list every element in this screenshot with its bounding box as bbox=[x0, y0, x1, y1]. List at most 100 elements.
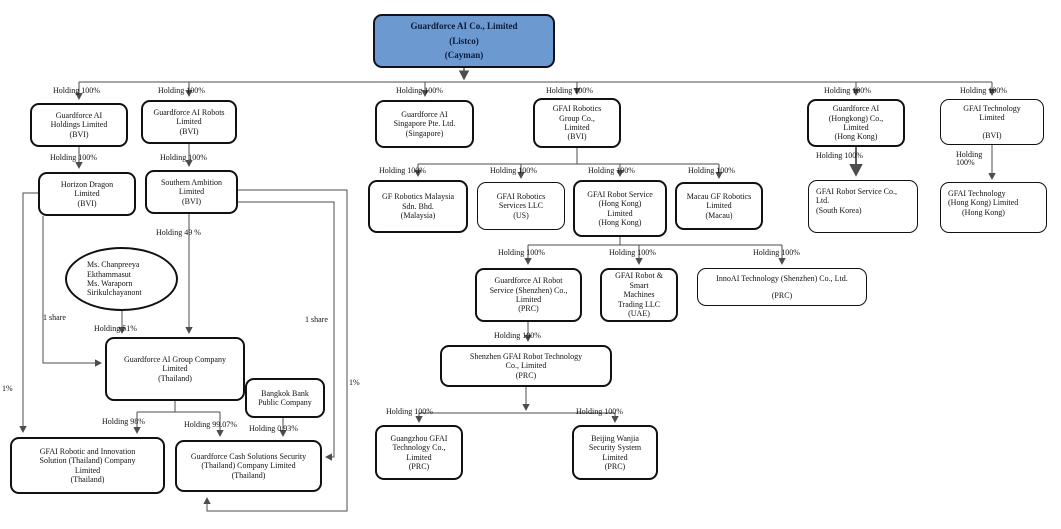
company-name: Macau GF Robotics bbox=[686, 191, 752, 201]
org-node-gfai-robotics-group: GFAI Robotics Group Co., Limited (BVI) bbox=[533, 98, 621, 148]
ownership-label: 1 share bbox=[305, 315, 328, 324]
company-name: Guardforce AI Robot bbox=[494, 276, 563, 286]
ownership-label: Holding 0.93% bbox=[249, 424, 298, 433]
org-node-horizon-dragon: Horizon Dragon Limited (BVI) bbox=[38, 172, 136, 216]
shareholder-name: Sirikulchayanont bbox=[87, 288, 142, 298]
org-node-guardforce-ai-group-thailand: Guardforce AI Group Company Limited (Tha… bbox=[105, 337, 245, 401]
company-name: Southern Ambition bbox=[160, 177, 223, 187]
company-name: Guardforce AI Co., Limited bbox=[410, 21, 518, 32]
company-name: Holdings Limited bbox=[50, 120, 108, 130]
company-name: Public Company bbox=[258, 398, 312, 407]
company-name: Services LLC bbox=[498, 201, 544, 211]
jurisdiction: (US) bbox=[513, 210, 529, 220]
company-subline: (Listco) bbox=[449, 35, 479, 46]
org-node-gf-robotics-malaysia: GF Robotics Malaysia Sdn. Bhd. (Malaysia… bbox=[368, 180, 468, 233]
company-name: Limited bbox=[176, 117, 202, 127]
company-name: Limited bbox=[406, 452, 432, 462]
org-node-shenzhen-gfai-robot: Shenzhen GFAI Robot Technology Co., Limi… bbox=[440, 345, 612, 387]
company-name: (Hongkong) Co., bbox=[828, 113, 884, 123]
ownership-label: Holding 100% bbox=[160, 153, 207, 162]
jurisdiction: (Hong Kong) bbox=[598, 217, 642, 227]
jurisdiction: (PRC) bbox=[518, 304, 539, 314]
jurisdiction: (Thailand) bbox=[70, 474, 105, 484]
company-name: Guardforce Cash Solutions Security bbox=[190, 451, 307, 461]
company-name: Horizon Dragon bbox=[60, 179, 114, 189]
ownership-label: Holding 100% bbox=[386, 407, 433, 416]
jurisdiction: (BVI) bbox=[567, 132, 587, 142]
company-name: Co., Limited bbox=[505, 361, 547, 371]
jurisdiction: (BVI) bbox=[179, 126, 199, 136]
company-name: Limited bbox=[706, 201, 732, 211]
ownership-label: Holding 49 % bbox=[156, 228, 201, 237]
org-node-guardforce-cash-solutions: Guardforce Cash Solutions Security (Thai… bbox=[175, 440, 322, 492]
company-name: (Hong Kong) bbox=[598, 199, 642, 209]
ownership-label: Holding 100% bbox=[50, 153, 97, 162]
company-name: Guardforce AI bbox=[401, 109, 448, 119]
company-name: Guangzhou GFAI bbox=[390, 433, 448, 443]
company-name: Guardforce AI Robots bbox=[153, 107, 225, 117]
company-name: Ltd. bbox=[816, 196, 830, 206]
org-node-macau-gf-robotics: Macau GF Robotics Limited (Macau) bbox=[675, 182, 763, 230]
ownership-label: Holding 100% bbox=[816, 151, 863, 160]
company-name: Limited bbox=[602, 452, 628, 462]
ownership-label: Holding 100% bbox=[588, 166, 635, 175]
org-node-gfai-technology-bvi: GFAI Technology Limited (BVI) bbox=[940, 99, 1044, 145]
company-name: GFAI Robot & bbox=[615, 271, 663, 281]
ownership-label: Holding 100% bbox=[498, 248, 545, 257]
company-name: GFAI Robot Service bbox=[587, 189, 653, 199]
ownership-label: Holding 100% bbox=[824, 86, 871, 95]
jurisdiction: (BVI) bbox=[77, 198, 97, 208]
jurisdiction: (PRC) bbox=[408, 461, 430, 471]
ownership-label: 1% bbox=[349, 378, 360, 387]
company-name: Limited bbox=[74, 465, 101, 475]
jurisdiction: (Malaysia) bbox=[400, 211, 436, 221]
jurisdiction: (Hong Kong) bbox=[962, 207, 1005, 217]
ownership-label: Holding 100% bbox=[158, 86, 205, 95]
jurisdiction: (PRC) bbox=[604, 461, 626, 471]
ownership-label: Holding 51% bbox=[94, 324, 137, 333]
jurisdiction: (BVI) bbox=[69, 129, 89, 139]
shareholder-name: Ekthammasut bbox=[87, 269, 131, 279]
company-name: Trading LLC bbox=[617, 299, 661, 309]
company-name: Limited bbox=[162, 364, 188, 374]
company-name: GFAI Technology bbox=[948, 189, 1006, 198]
company-name: Beijing Wanjia bbox=[591, 433, 639, 443]
company-subline: (Cayman) bbox=[444, 50, 484, 61]
jurisdiction: (Macau) bbox=[705, 210, 733, 220]
company-name: InnoAI Technology (Shenzhen) Co., Ltd. bbox=[716, 273, 848, 283]
company-name: Service (Shenzhen) Co., bbox=[489, 285, 568, 295]
company-name: Guardforce AI bbox=[55, 110, 103, 120]
company-name: GFAI Robot Service Co., bbox=[816, 187, 897, 196]
org-node-gfai-robot-service-hk: GFAI Robot Service (Hong Kong) Limited (… bbox=[573, 180, 667, 237]
ownership-label: 1 share bbox=[43, 313, 66, 322]
company-name: Limited bbox=[74, 189, 100, 199]
org-node-southern-ambition: Southern Ambition Limited (BVI) bbox=[145, 170, 238, 214]
ownership-label: Holding 100% bbox=[609, 248, 656, 257]
jurisdiction: (BVI) bbox=[181, 196, 202, 206]
jurisdiction: (BVI) bbox=[982, 130, 1002, 140]
company-name: Limited bbox=[979, 113, 1005, 123]
company-name: Solution (Thailand) Company bbox=[39, 456, 136, 466]
org-node-gfai-robotics-services-us: GFAI Robotics Services LLC (US) bbox=[477, 182, 565, 230]
org-node-individual-shareholders: Ms. Chanpreeya Ekthammasut Ms. Waraporn … bbox=[65, 247, 178, 311]
company-name: Sdn. Bhd. bbox=[402, 201, 434, 211]
company-name: Limited bbox=[564, 123, 590, 132]
org-node-gfai-robot-service-shenzhen: Guardforce AI Robot Service (Shenzhen) C… bbox=[475, 268, 582, 322]
ownership-label: Holding 100% bbox=[956, 150, 983, 168]
jurisdiction: (Thailand) bbox=[231, 470, 266, 480]
jurisdiction: (PRC) bbox=[771, 291, 793, 300]
ownership-label: Holding 100% bbox=[960, 86, 1007, 95]
ownership-label: Holding 100% bbox=[494, 331, 541, 340]
org-node-guardforce-ai-holdings: Guardforce AI Holdings Limited (BVI) bbox=[30, 103, 128, 147]
jurisdiction: (UAE) bbox=[628, 309, 650, 319]
shareholder-name: Ms. Chanpreeya bbox=[87, 260, 140, 270]
company-name: Technology Co., bbox=[392, 443, 446, 453]
org-node-gfai-robotic-innovation: GFAI Robotic and Innovation Solution (Th… bbox=[10, 437, 165, 494]
company-name: Guardforce AI bbox=[832, 104, 880, 114]
org-node-beijing-wanjia: Beijing Wanjia Security System Limited (… bbox=[572, 425, 658, 480]
company-name: GFAI Robotics bbox=[496, 191, 546, 201]
ownership-label: Holding 100% bbox=[753, 248, 800, 257]
company-name: Security System bbox=[588, 443, 642, 453]
company-name: Limited bbox=[843, 123, 869, 132]
